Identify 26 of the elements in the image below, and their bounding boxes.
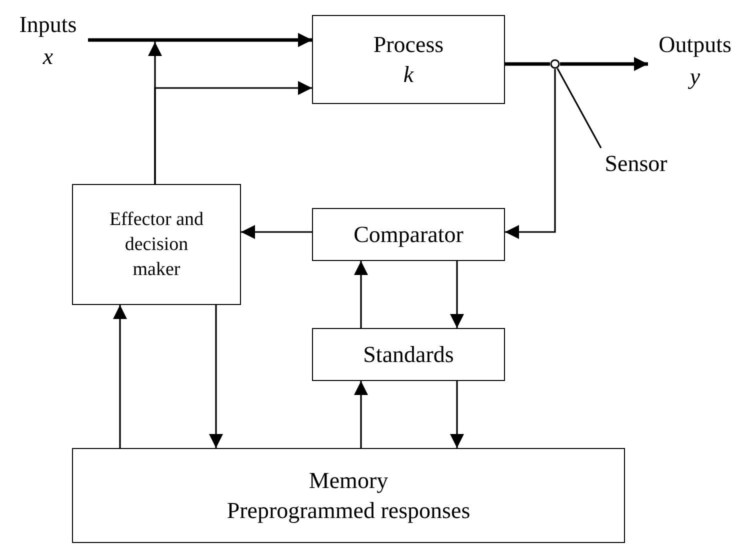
arrow — [450, 381, 464, 448]
arrow — [354, 381, 368, 448]
box-label: Preprogrammed responses — [226, 496, 470, 525]
output-label: Outputs y — [648, 30, 742, 92]
arrow — [450, 261, 464, 328]
junction-circle — [550, 59, 560, 69]
comparator-box — [312, 208, 505, 261]
box-label: Standards — [363, 340, 454, 368]
sensor-label: Sensor — [594, 148, 678, 180]
input-label: Inputs x — [8, 10, 88, 72]
arrow — [354, 261, 368, 328]
box-label: Effector and decision maker — [108, 208, 205, 282]
arrow — [505, 69, 556, 239]
arrow — [154, 81, 312, 184]
memory-box — [72, 448, 625, 543]
arrow — [560, 57, 648, 71]
arrow — [113, 305, 127, 448]
effector-box — [72, 184, 241, 305]
box-label: Memory — [308, 466, 388, 495]
process-box — [312, 15, 505, 104]
arrow — [241, 225, 312, 239]
leader-line — [556, 68, 602, 148]
arrow — [209, 305, 223, 448]
box-label: Comparator — [354, 220, 464, 249]
box-label: Process k — [373, 30, 444, 88]
standards-box — [312, 328, 505, 381]
